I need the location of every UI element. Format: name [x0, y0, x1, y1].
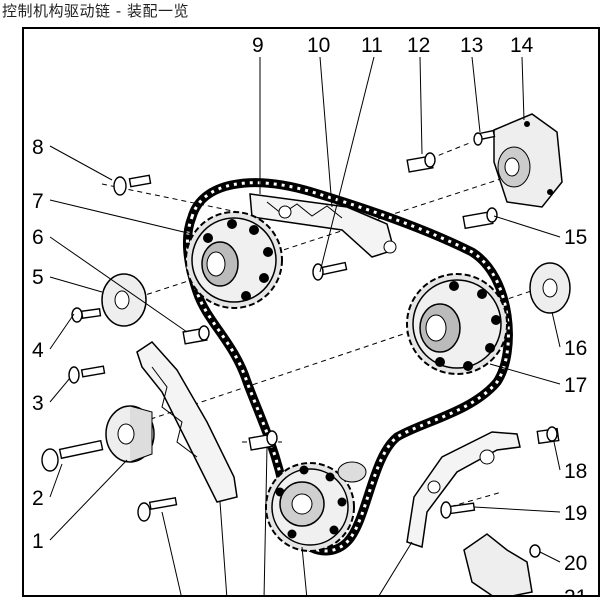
callout-17: 17 [564, 374, 587, 397]
callout-20: 20 [564, 552, 587, 575]
callout-12: 12 [407, 34, 430, 57]
callout-18: 18 [564, 460, 587, 483]
callout-11: 11 [361, 34, 383, 57]
callout-10: 10 [307, 34, 330, 57]
timing-chain [183, 178, 513, 556]
exploded-view-diagram: 8 7 6 5 4 3 2 1 9 10 11 12 13 14 15 16 1… [32, 34, 587, 597]
callout-14: 14 [510, 34, 534, 57]
callout-16: 16 [564, 337, 587, 360]
leader-lines [49, 56, 561, 595]
diagram-frame: 8 7 6 5 4 3 2 1 9 10 11 12 13 14 15 16 1… [22, 27, 600, 597]
callout-15: 15 [564, 226, 587, 249]
page-title: 控制机构驱动链 - 装配一览 [2, 2, 189, 20]
callout-1: 1 [32, 530, 44, 553]
callout-7: 7 [32, 190, 44, 213]
lower-chain-guide [406, 431, 521, 548]
callout-13: 13 [460, 34, 483, 57]
tensioning-rail [136, 341, 238, 503]
washer-16 [529, 262, 571, 314]
callout-5: 5 [32, 266, 44, 289]
callout-2: 2 [32, 487, 44, 510]
flanged-bush-1 [105, 405, 155, 463]
bolts [41, 129, 560, 558]
callout-19: 19 [564, 502, 587, 525]
right-camshaft-sprocket [406, 273, 508, 375]
left-camshaft-sprocket [185, 211, 283, 309]
tensioner-flange-14 [493, 113, 563, 208]
callout-8: 8 [32, 136, 44, 159]
chain-tensioner-21 [463, 533, 533, 595]
callout-6: 6 [32, 226, 44, 249]
callout-4: 4 [32, 339, 44, 362]
crankshaft-sprocket [265, 461, 367, 552]
callout-21: 21 [564, 586, 587, 597]
callout-labels: 8 7 6 5 4 3 2 1 9 10 11 12 13 14 15 16 1… [32, 34, 587, 597]
callout-3: 3 [32, 392, 44, 415]
washer-5 [101, 273, 147, 327]
callout-9: 9 [252, 34, 264, 57]
